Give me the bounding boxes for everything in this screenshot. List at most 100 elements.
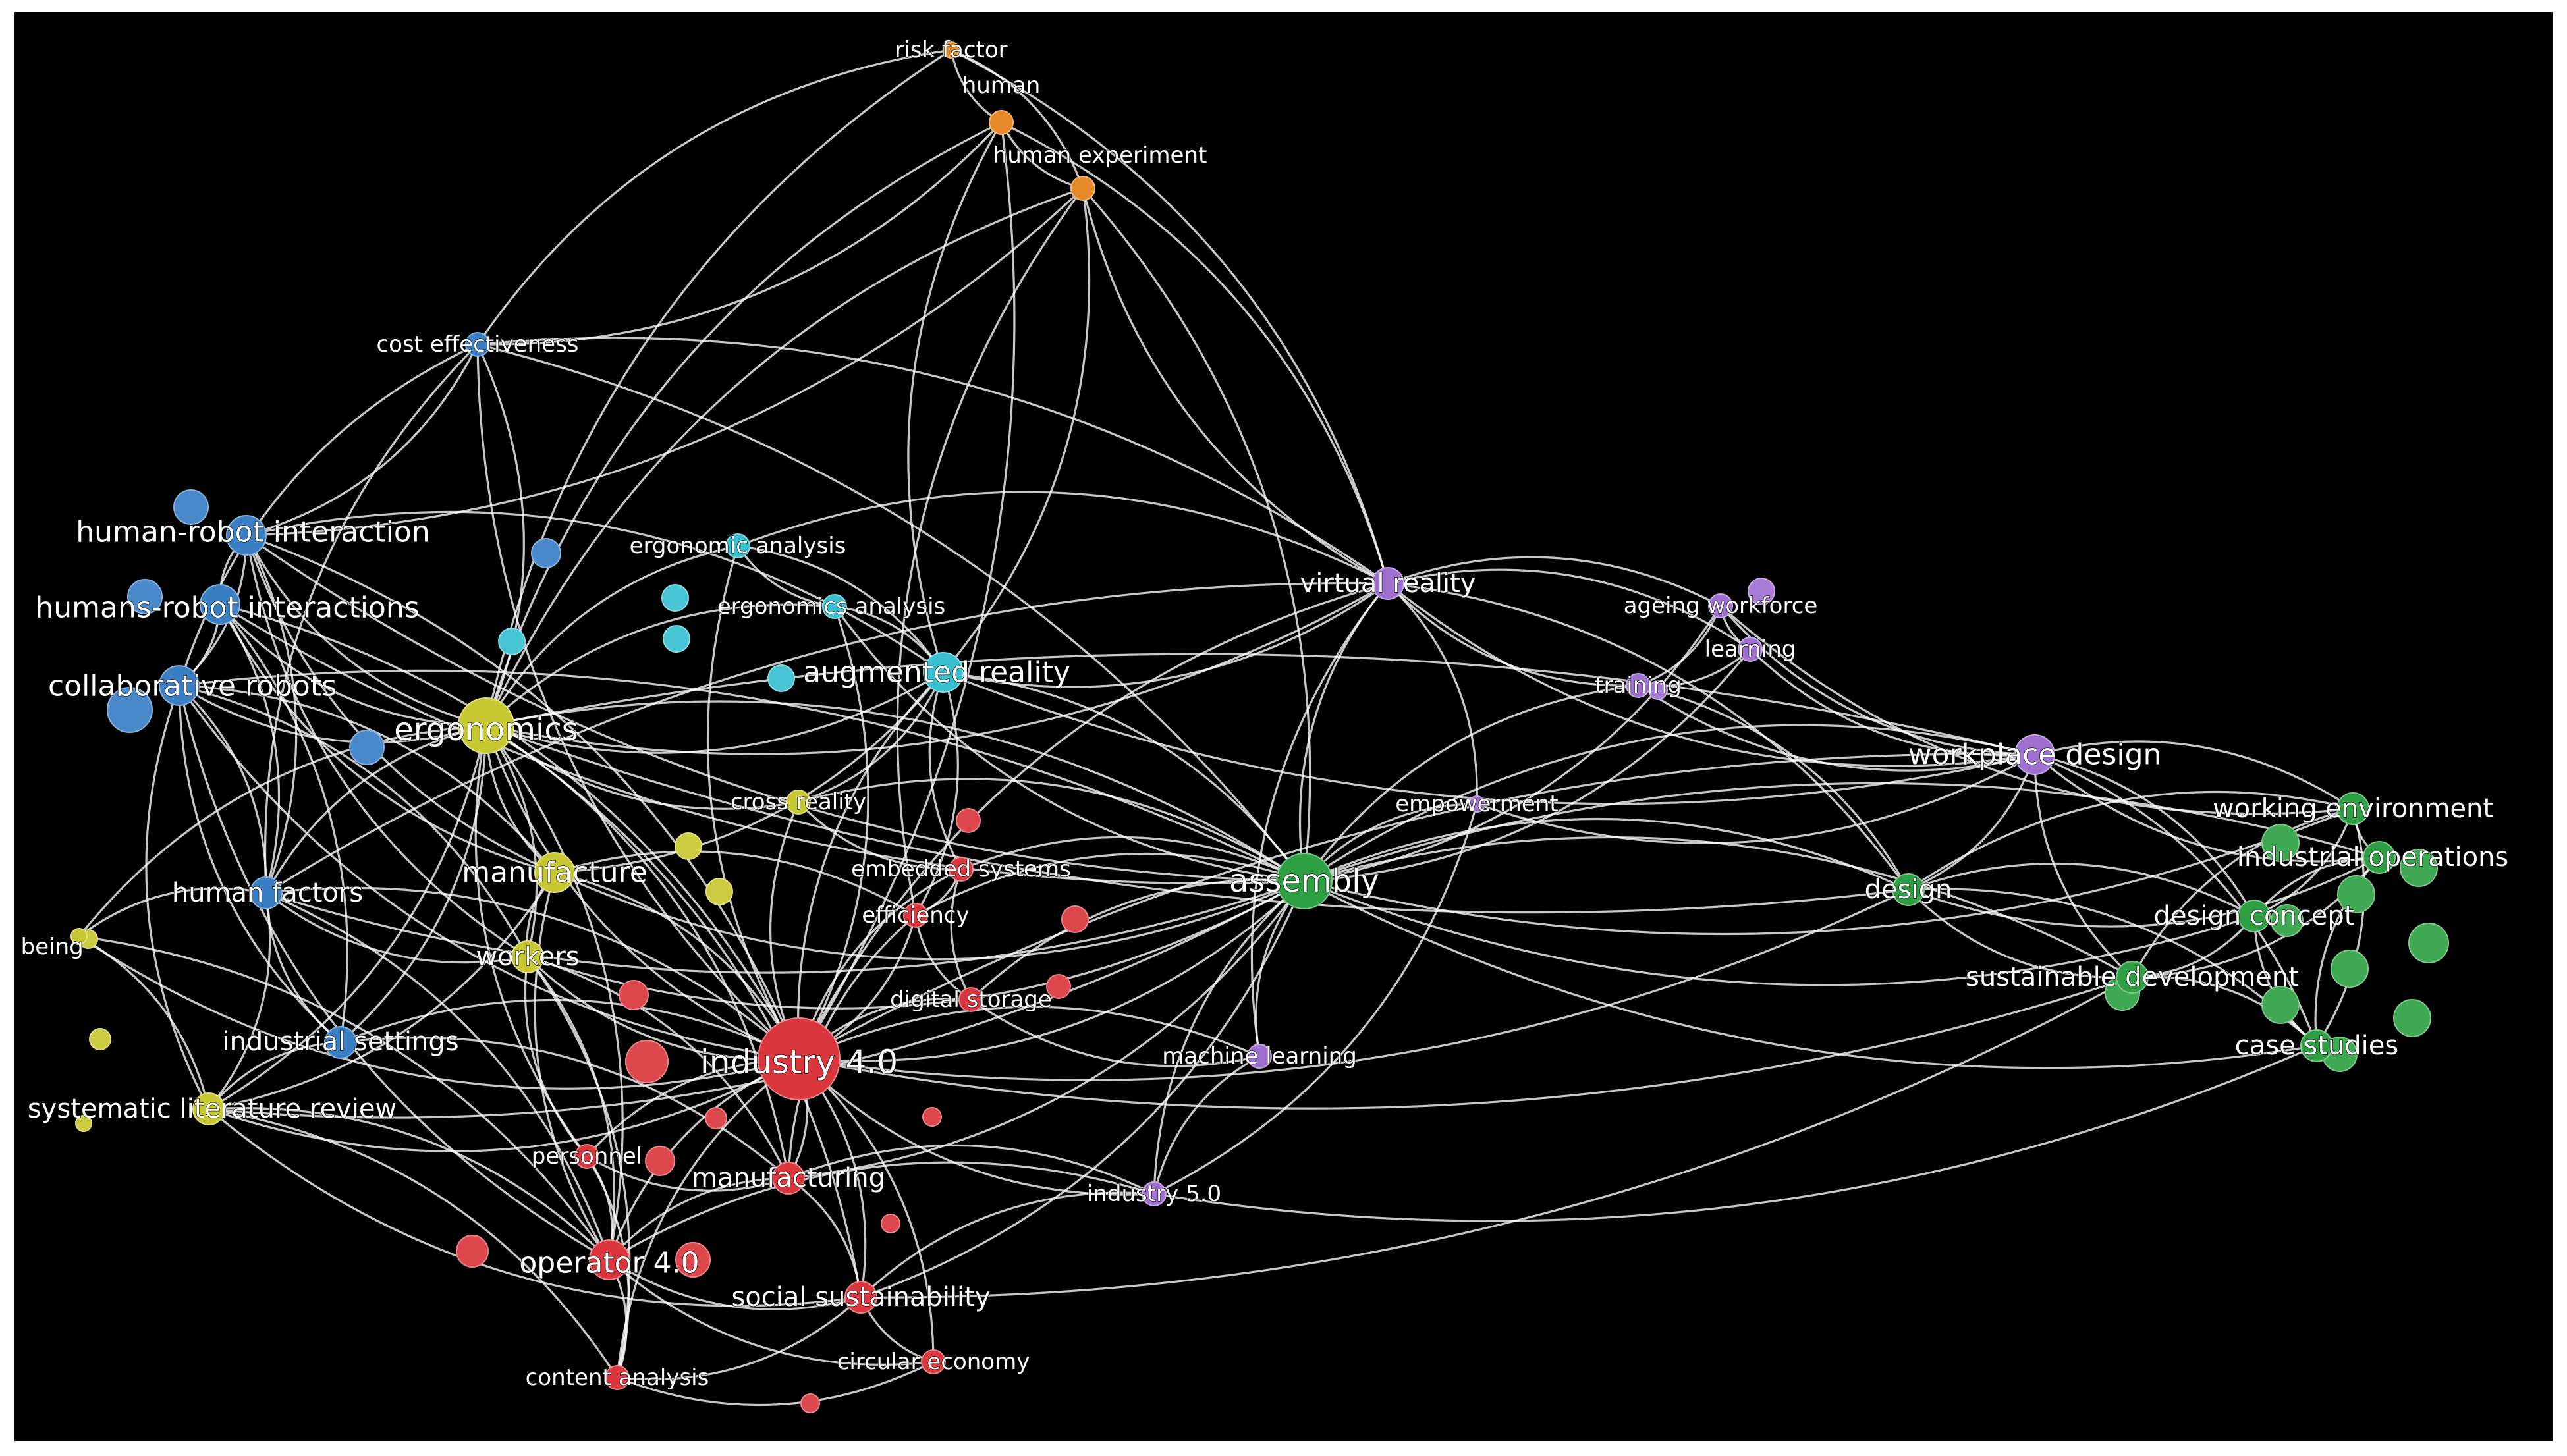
edge-collaborative-robots-industrial-settings xyxy=(178,685,342,1044)
edge-human-robot-interaction-assembly xyxy=(246,534,1305,882)
label-human-robot-interaction: human-robot interaction xyxy=(76,516,429,549)
label-human-factors: human factors xyxy=(172,878,363,908)
edge-industry-4-0-workplace-design xyxy=(798,753,2035,1060)
unlabeled-node-green-32 xyxy=(2408,923,2449,963)
edge-personnel-manufacturing xyxy=(586,1155,789,1192)
label-machine-learning: machine learning xyxy=(1162,1043,1357,1069)
edge-human-factors-systematic-literature-review xyxy=(207,892,271,1110)
edge-training-design xyxy=(1638,684,1910,890)
unlabeled-node-purple-26 xyxy=(1748,578,1775,605)
edge-human-ergonomics xyxy=(485,121,1002,726)
edge-manufacture-operator-4-0 xyxy=(534,872,611,1260)
unlabeled-node-green-34 xyxy=(2331,950,2369,988)
edge-human-experiment-ergonomics xyxy=(485,187,1084,726)
edge-circular-economy-content-analysis xyxy=(617,1361,934,1407)
node-workplace-design xyxy=(2014,734,2055,775)
edge-human-robot-interaction-ergonomics xyxy=(245,535,487,727)
edge-systematic-literature-review-industry-4-0 xyxy=(208,1058,800,1152)
edge-manufacturing-operator-4-0 xyxy=(608,1177,789,1261)
unlabeled-node-green-28 xyxy=(2261,824,2300,862)
edge-ergonomics-analysis-assembly xyxy=(833,606,1305,882)
node-ergonomics-analysis xyxy=(822,594,847,619)
edge-digital-storage-machine-learning xyxy=(970,998,1260,1067)
edge-industry-4-0-virtual-reality xyxy=(798,582,1389,1060)
node-learning xyxy=(1738,637,1763,662)
label-ergonomic-analysis: ergonomic analysis xyxy=(630,533,846,559)
edge-workplace-design-design-concept xyxy=(2034,753,2255,917)
edge-manufacture-efficiency xyxy=(554,850,916,917)
label-systematic-literature-review: systematic literature review xyxy=(28,1094,397,1124)
edge-augmented-reality-cross-reality xyxy=(798,672,945,803)
node-personnel xyxy=(574,1144,599,1169)
node-case-studies xyxy=(2300,1029,2333,1062)
edge-industry-5-0-case-studies xyxy=(1153,1044,2317,1222)
edge-ergonomics-social-sustainability xyxy=(485,724,862,1298)
edge-cost-effectiveness-assembly xyxy=(477,343,1306,882)
node-risk-factor xyxy=(943,41,960,59)
node-design-concept xyxy=(2238,900,2271,932)
unlabeled-node-cyan-5 xyxy=(661,584,689,612)
edge-operator-4-0-industry-5-0 xyxy=(609,1161,1155,1261)
edge-human-factors-ergonomics xyxy=(265,724,487,894)
edge-humans-robot-interactions-industry-4-0 xyxy=(219,603,800,1060)
edge-social-sustainability-industry-5-0 xyxy=(860,1191,1155,1299)
edge-assembly-working-environment xyxy=(1304,807,2354,936)
unlabeled-node-red-19 xyxy=(705,1107,727,1129)
label-assembly: assembly xyxy=(1229,863,1379,900)
node-systematic-literature-review xyxy=(192,1092,225,1125)
edge-empowerment-industry-5-0 xyxy=(1153,803,1478,1195)
edge-assembly-industrial-operations xyxy=(1304,782,2380,882)
edge-social-sustainability-content-analysis xyxy=(617,1296,862,1381)
node-human-experiment xyxy=(1070,176,1095,201)
unlabeled-node-cyan-6 xyxy=(663,625,690,653)
edge-human-robot-interaction-human-factors xyxy=(245,535,298,894)
edge-well-being-systematic-literature-review xyxy=(78,935,210,1110)
label-industry-5-0: industry 5.0 xyxy=(1087,1181,1221,1207)
node-working-environment xyxy=(2336,792,2369,825)
label-risk-factor: risk factor xyxy=(895,37,1007,63)
unlabeled-node-red-17 xyxy=(1061,905,1089,933)
edge-ergonomics-workplace-design xyxy=(485,653,2035,756)
edge-industrial-settings-ergonomics xyxy=(339,725,487,1044)
edge-workers-manufacturing xyxy=(527,956,790,1179)
edge-virtual-reality-empowerment xyxy=(1387,582,1478,805)
edge-machine-learning-industry-5-0 xyxy=(1153,1055,1260,1195)
label-industrial-operations: industrial operations xyxy=(2237,842,2509,873)
label-industrial-settings: industrial settings xyxy=(222,1027,458,1057)
label-embedded-systems: embedded systems xyxy=(851,856,1071,882)
node-collaborative-robots xyxy=(159,665,200,706)
node-human-robot-interaction xyxy=(226,515,267,556)
node-ageing-workforce xyxy=(1708,593,1733,618)
edge-virtual-reality-learning xyxy=(1387,568,1751,651)
edge-ergonomics-assembly xyxy=(485,700,1305,882)
label-manufacture: manufacture xyxy=(462,856,648,890)
unlabeled-node-yellow-13 xyxy=(75,1115,92,1132)
node-virtual-reality xyxy=(1371,567,1404,600)
edge-ergonomics-industry-4-0 xyxy=(485,725,800,1060)
edge-collaborative-robots-assembly xyxy=(179,669,1305,882)
edge-collaborative-robots-ergonomics xyxy=(179,684,487,743)
edge-human-factors-virtual-reality xyxy=(265,581,1389,894)
unlabeled-node-red-25 xyxy=(800,1393,820,1413)
edge-design-sustainable-development xyxy=(1907,888,2133,979)
node-circular-economy xyxy=(921,1349,946,1374)
edge-industry-4-0-machine-learning xyxy=(798,1006,1260,1060)
edge-cost-effectiveness-virtual-reality xyxy=(477,337,1389,585)
edge-workplace-design-sustainable-development xyxy=(2033,754,2134,979)
unlabeled-node-yellow-10 xyxy=(705,878,733,905)
edge-systematic-literature-review-content-analysis xyxy=(208,1108,619,1378)
edge-ergonomics-analysis-industry-4-0 xyxy=(798,606,869,1060)
edge-social-sustainability-assembly xyxy=(860,880,1306,1299)
edge-systematic-literature-review-assembly xyxy=(208,880,1305,1119)
edge-embedded-systems-digital-storage xyxy=(950,869,972,1000)
edge-systematic-literature-review-operator-4-0 xyxy=(208,1107,611,1261)
edge-industrial-settings-industry-4-0 xyxy=(340,998,800,1060)
unlabeled-node-green-35 xyxy=(2261,986,2300,1024)
edge-human-experiment-human-robot-interaction xyxy=(246,187,1084,537)
label-cost-effectiveness: cost effectiveness xyxy=(376,331,578,358)
edge-human-factors-workers xyxy=(265,892,528,964)
node-content-analysis xyxy=(605,1365,630,1390)
edge-well-being-industry-4-0 xyxy=(78,935,800,1090)
node-efficiency xyxy=(903,903,928,928)
